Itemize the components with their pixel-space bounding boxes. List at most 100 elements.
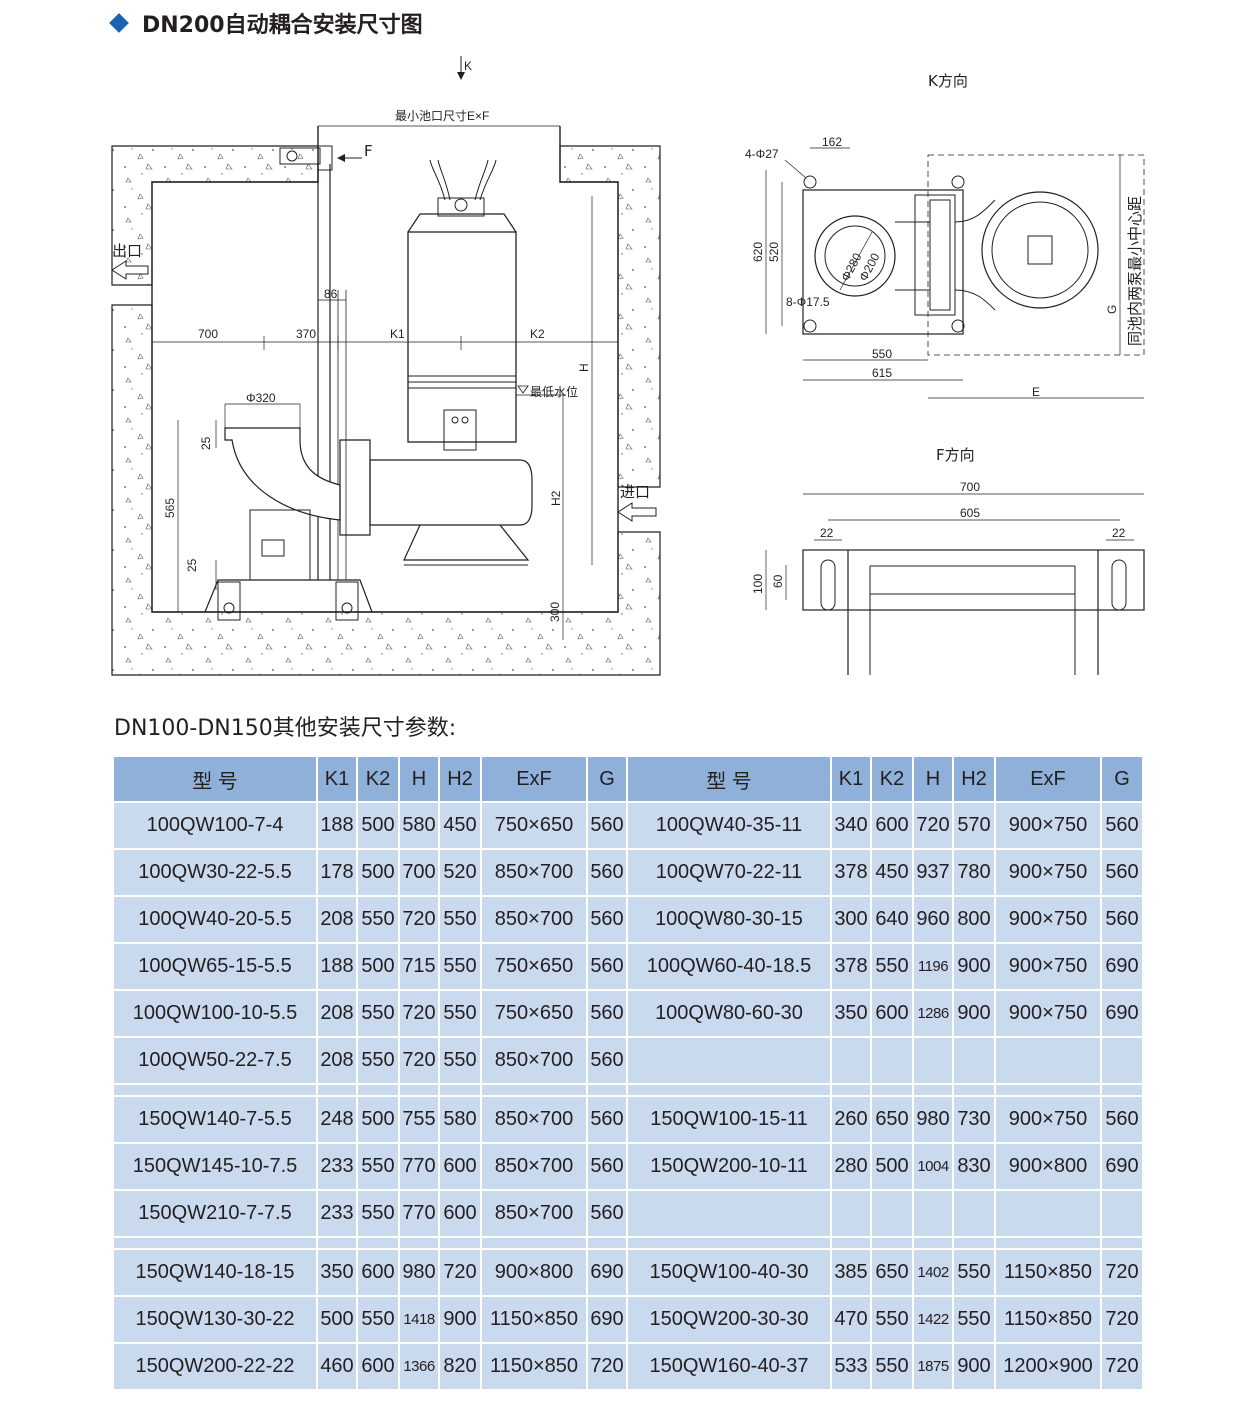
table-cell: 460 bbox=[316, 1342, 358, 1391]
f-dim-100: 100 bbox=[751, 574, 765, 594]
table-cell: 850×700 bbox=[480, 1189, 588, 1238]
table-cell bbox=[912, 1036, 954, 1085]
table-cell: 150QW210-7-7.5 bbox=[112, 1189, 318, 1238]
outlet-label: 出口 bbox=[112, 242, 142, 260]
table-cell bbox=[830, 1036, 872, 1085]
table-cell: 600 bbox=[356, 1248, 400, 1297]
table-cell: 550 bbox=[870, 942, 914, 991]
table-cell: 500 bbox=[316, 1295, 358, 1344]
table-cell: 820 bbox=[438, 1342, 482, 1391]
table-cell: 100QW30-22-5.5 bbox=[112, 848, 318, 897]
table-cell: 300 bbox=[830, 895, 872, 944]
table-cell: 640 bbox=[870, 895, 914, 944]
f-view-title: F方向 bbox=[936, 446, 975, 464]
table-cell: 248 bbox=[316, 1095, 358, 1144]
table-cell: 100QW65-15-5.5 bbox=[112, 942, 318, 991]
table-cell: 350 bbox=[316, 1248, 358, 1297]
table-cell: 690 bbox=[586, 1295, 628, 1344]
table-cell: 100QW40-35-11 bbox=[626, 801, 832, 850]
table-cell: 550 bbox=[952, 1248, 996, 1297]
table-cell: 900 bbox=[952, 942, 996, 991]
dim-8phi: 8-Φ17.5 bbox=[786, 295, 830, 309]
column-header: ExF bbox=[994, 755, 1102, 803]
water-level-icon bbox=[517, 385, 529, 394]
table-cell: 378 bbox=[830, 848, 872, 897]
outlet-arrow-icon bbox=[111, 260, 149, 280]
table-cell: 1150×850 bbox=[480, 1342, 588, 1391]
table-cell: 178 bbox=[316, 848, 358, 897]
section-title: DN100-DN150其他安装尺寸参数: bbox=[114, 716, 457, 741]
table-cell: 560 bbox=[1100, 848, 1144, 897]
column-header: 型 号 bbox=[112, 755, 318, 803]
table-cell: 150QW100-15-11 bbox=[626, 1095, 832, 1144]
table-cell bbox=[870, 1189, 914, 1238]
column-header: K2 bbox=[870, 755, 914, 803]
f-dim-22-right: 22 bbox=[1112, 526, 1126, 540]
diamond-bullet-icon bbox=[109, 13, 129, 33]
table-cell: 900 bbox=[952, 989, 996, 1038]
table-cell: 500 bbox=[870, 1142, 914, 1191]
table-cell: 690 bbox=[1100, 989, 1144, 1038]
table-cell: 1004 bbox=[912, 1142, 954, 1191]
table-cell: 900×750 bbox=[994, 1095, 1102, 1144]
table-cell: 560 bbox=[586, 1036, 628, 1085]
table-cell: 550 bbox=[438, 942, 482, 991]
dim-620: 620 bbox=[751, 242, 765, 262]
table-cell: 750×650 bbox=[480, 989, 588, 1038]
table-cell bbox=[830, 1189, 872, 1238]
table-cell: 550 bbox=[356, 989, 400, 1038]
table-cell: 100QW80-60-30 bbox=[626, 989, 832, 1038]
dim-162: 162 bbox=[822, 135, 842, 149]
table-cell: 720 bbox=[438, 1248, 482, 1297]
table-cell: 100QW60-40-18.5 bbox=[626, 942, 832, 991]
table-cell: 570 bbox=[952, 801, 996, 850]
table-cell: 720 bbox=[398, 895, 440, 944]
dim-565: 565 bbox=[163, 498, 177, 518]
discharge-elbow bbox=[224, 427, 341, 521]
table-cell: 850×700 bbox=[480, 1142, 588, 1191]
dim-550: 550 bbox=[872, 347, 892, 361]
column-header: 型 号 bbox=[626, 755, 832, 803]
table-cell: 900×750 bbox=[994, 942, 1102, 991]
dim-phi320: Φ320 bbox=[246, 391, 276, 405]
table-cell: 550 bbox=[438, 989, 482, 1038]
dim-520: 520 bbox=[767, 242, 781, 262]
table-cell: 560 bbox=[586, 848, 628, 897]
dim-370: 370 bbox=[296, 327, 316, 341]
pump-motor bbox=[407, 231, 517, 443]
table-cell: 100QW40-20-5.5 bbox=[112, 895, 318, 944]
table-cell: 450 bbox=[870, 848, 914, 897]
table-cell bbox=[952, 1189, 996, 1238]
table-cell: 150QW140-18-15 bbox=[112, 1248, 318, 1297]
table-cell: 550 bbox=[870, 1295, 914, 1344]
table-cell: 560 bbox=[586, 942, 628, 991]
table-cell: 770 bbox=[398, 1142, 440, 1191]
column-header: H bbox=[398, 755, 440, 803]
table-cell bbox=[952, 1036, 996, 1085]
table-cell: 1196 bbox=[912, 942, 954, 991]
table-cell: 980 bbox=[912, 1095, 954, 1144]
table-cell: 1286 bbox=[912, 989, 954, 1038]
table-cell: 560 bbox=[1100, 1095, 1144, 1144]
table-cell: 100QW100-10-5.5 bbox=[112, 989, 318, 1038]
table-cell: 550 bbox=[356, 895, 400, 944]
table-cell: 780 bbox=[952, 848, 996, 897]
pit-section-view: 出口 进口 K 最小池口尺寸E×F F bbox=[111, 56, 661, 676]
table-cell: 560 bbox=[586, 1189, 628, 1238]
table-cell: 980 bbox=[398, 1248, 440, 1297]
table-cell: 690 bbox=[586, 1248, 628, 1297]
table-cell: 755 bbox=[398, 1095, 440, 1144]
table-cell: 560 bbox=[586, 1095, 628, 1144]
table-cell: 850×700 bbox=[480, 1095, 588, 1144]
k-view-title: K方向 bbox=[928, 72, 968, 90]
table-cell bbox=[626, 1036, 832, 1085]
table-cell: 720 bbox=[398, 989, 440, 1038]
column-header: H2 bbox=[952, 755, 996, 803]
table-cell: 100QW70-22-11 bbox=[626, 848, 832, 897]
column-header: ExF bbox=[480, 755, 588, 803]
